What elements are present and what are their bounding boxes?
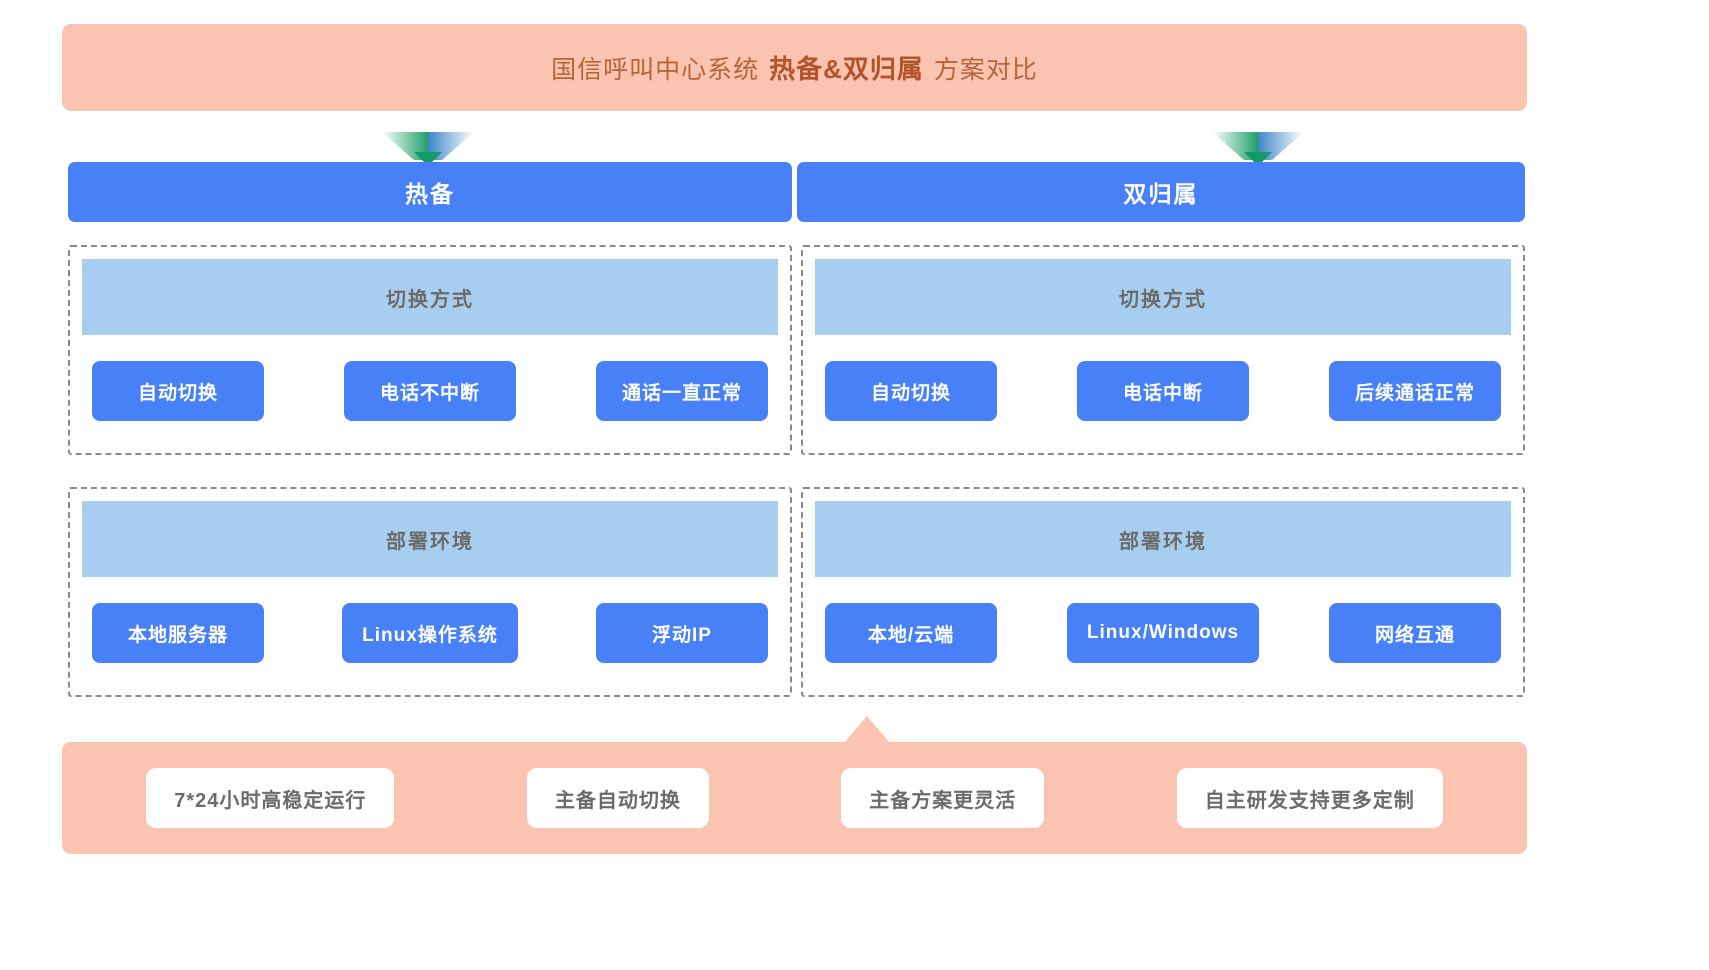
chip-item[interactable]: 本地/云端 <box>825 603 997 663</box>
chip-item[interactable]: 后续通话正常 <box>1329 361 1501 421</box>
chip-item[interactable]: 浮动IP <box>595 603 768 663</box>
title-emphasis: 热备&双归属 <box>769 54 924 84</box>
chip-item[interactable]: 本地服务器 <box>92 603 264 663</box>
chip-item[interactable]: Linux操作系统 <box>342 603 518 663</box>
down-arrow-icon-left <box>382 130 474 166</box>
panel-heading-label: 切换方式 <box>1119 288 1207 311</box>
panel-switch-mode-hot-standby: 切换方式 自动切换 电话不中断 通话一直正常 <box>68 245 792 455</box>
footer-banner: 7*24小时高稳定运行 主备自动切换 主备方案更灵活 自主研发支持更多定制 <box>62 742 1527 854</box>
chip-row: 本地服务器 Linux操作系统 浮动IP <box>92 601 768 665</box>
column-header-hot-standby[interactable]: 热备 <box>68 162 792 222</box>
title-banner: 国信呼叫中心系统 热备&双归属 方案对比 <box>62 24 1527 111</box>
column-header-label: 热备 <box>405 181 455 207</box>
panel-heading: 部署环境 <box>82 501 778 577</box>
chip-row: 本地/云端 Linux/Windows 网络互通 <box>825 601 1501 665</box>
column-header-label: 双归属 <box>1123 181 1199 207</box>
panel-switch-mode-dual-homing: 切换方式 自动切换 电话中断 后续通话正常 <box>801 245 1525 455</box>
panel-heading: 切换方式 <box>82 259 778 335</box>
chip-row: 自动切换 电话中断 后续通话正常 <box>825 359 1501 423</box>
panel-heading-label: 部署环境 <box>386 530 474 553</box>
title-suffix: 方案对比 <box>933 56 1038 84</box>
page-title: 国信呼叫中心系统 热备&双归属 方案对比 <box>551 49 1038 86</box>
panel-heading: 部署环境 <box>815 501 1511 577</box>
title-prefix: 国信呼叫中心系统 <box>551 56 760 84</box>
chip-item[interactable]: Linux/Windows <box>1066 603 1260 663</box>
chip-item[interactable]: 网络互通 <box>1329 603 1501 663</box>
chip-item[interactable]: 通话一直正常 <box>596 361 768 421</box>
chip-item[interactable]: 电话不中断 <box>344 361 516 421</box>
up-arrow-icon <box>845 716 889 742</box>
chip-item[interactable]: 自动切换 <box>92 361 264 421</box>
footer-chip-item[interactable]: 7*24小时高稳定运行 <box>146 768 395 828</box>
chip-item[interactable]: 电话中断 <box>1077 361 1249 421</box>
chip-row: 自动切换 电话不中断 通话一直正常 <box>92 359 768 423</box>
footer-chip-item[interactable]: 主备自动切换 <box>526 768 709 828</box>
footer-chip-item[interactable]: 自主研发支持更多定制 <box>1176 768 1443 828</box>
panel-deploy-env-dual-homing: 部署环境 本地/云端 Linux/Windows 网络互通 <box>801 487 1525 697</box>
column-header-dual-homing[interactable]: 双归属 <box>797 162 1525 222</box>
footer-chip-item[interactable]: 主备方案更灵活 <box>841 768 1045 828</box>
down-arrow-icon-right <box>1212 130 1304 166</box>
panel-heading: 切换方式 <box>815 259 1511 335</box>
panel-deploy-env-hot-standby: 部署环境 本地服务器 Linux操作系统 浮动IP <box>68 487 792 697</box>
chip-item[interactable]: 自动切换 <box>825 361 997 421</box>
panel-heading-label: 部署环境 <box>1119 530 1207 553</box>
panel-heading-label: 切换方式 <box>386 288 474 311</box>
